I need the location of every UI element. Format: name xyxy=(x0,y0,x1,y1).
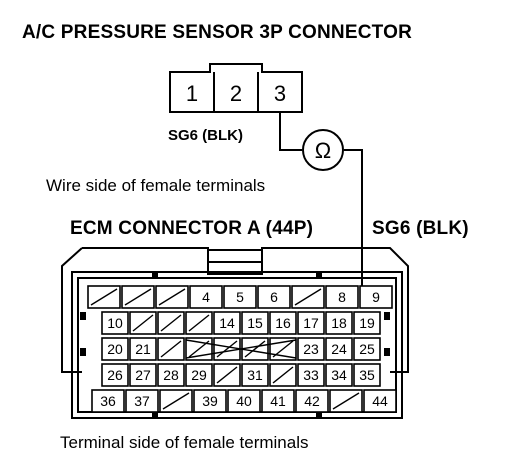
ecm-terminal-label: 16 xyxy=(275,315,291,331)
ecm-terminal-cell: 39 xyxy=(193,389,227,413)
ecm-terminal-cell xyxy=(213,337,241,361)
sensor-wire-label: SG6 (BLK) xyxy=(168,127,243,144)
ecm-terminal-cell xyxy=(129,311,157,335)
ecm-terminal-cell xyxy=(185,311,213,335)
ecm-terminal-label: 44 xyxy=(372,393,388,409)
ecm-terminal-label: 14 xyxy=(219,315,235,331)
ecm-terminal-cell: 14 xyxy=(213,311,241,335)
ecm-terminal-label: 6 xyxy=(270,289,278,305)
ecm-terminal-cell: 41 xyxy=(261,389,295,413)
ecm-terminal-label: 23 xyxy=(303,341,319,357)
ecm-terminal-label: 27 xyxy=(135,367,151,383)
ecm-terminal-cell: 19 xyxy=(353,311,381,335)
ecm-terminal-cell: 33 xyxy=(297,363,325,387)
ecm-terminal-label: 9 xyxy=(372,289,380,305)
ecm-terminal-cell: 27 xyxy=(129,363,157,387)
ecm-terminal-cell xyxy=(87,285,121,309)
ohm-symbol: Ω xyxy=(315,138,331,163)
ecm-terminal-label: 42 xyxy=(304,393,320,409)
ecm-terminal-label: 31 xyxy=(247,367,263,383)
ecm-terminal-grid: 4 5 6 8 9 10 14 15 16 17 18 19 20 21 23 24 25 26 27 28 29 31 3… xyxy=(87,285,397,413)
wire-side-label: Wire side of female terminals xyxy=(46,176,265,195)
ecm-terminal-cell: 35 xyxy=(353,363,381,387)
ecm-terminal-label: 5 xyxy=(236,289,244,305)
ecm-terminal-label: 41 xyxy=(270,393,286,409)
ecm-terminal-cell xyxy=(157,337,185,361)
ohmmeter-icon xyxy=(302,129,344,171)
ecm-terminal-cell xyxy=(291,285,325,309)
ecm-terminal-cell: 9 xyxy=(359,285,393,309)
ecm-terminal-label: 20 xyxy=(107,341,123,357)
ecm-terminal-cell: 37 xyxy=(125,389,159,413)
ecm-terminal-cell: 26 xyxy=(101,363,129,387)
ecm-terminal-cell: 40 xyxy=(227,389,261,413)
ecm-terminal-cell: 42 xyxy=(295,389,329,413)
ecm-terminal-cell xyxy=(269,363,297,387)
ecm-terminal-label: 21 xyxy=(135,341,151,357)
ecm-terminal-cell: 10 xyxy=(101,311,129,335)
ecm-terminal-cell: 6 xyxy=(257,285,291,309)
ecm-terminal-cell: 25 xyxy=(353,337,381,361)
ecm-terminal-cell: 21 xyxy=(129,337,157,361)
ecm-terminal-cell: 20 xyxy=(101,337,129,361)
ecm-terminal-label: 36 xyxy=(100,393,116,409)
ecm-terminal-cell: 24 xyxy=(325,337,353,361)
ecm-terminal-cell: 4 xyxy=(189,285,223,309)
ecm-terminal-cell xyxy=(213,363,241,387)
ecm-terminal-cell: 16 xyxy=(269,311,297,335)
ecm-terminal-label: 37 xyxy=(134,393,150,409)
ecm-terminal-label: 18 xyxy=(331,315,347,331)
ecm-terminal-label: 19 xyxy=(359,315,375,331)
ecm-terminal-label: 29 xyxy=(191,367,207,383)
ecm-terminal-label: 26 xyxy=(107,367,123,383)
ecm-terminal-cell xyxy=(159,389,193,413)
sensor-connector-title: A/C PRESSURE SENSOR 3P CONNECTOR xyxy=(22,22,412,43)
ecm-housing-tabs xyxy=(80,272,390,418)
ecm-terminal-cell xyxy=(121,285,155,309)
ecm-terminal-cell xyxy=(155,285,189,309)
ecm-terminal-label: 25 xyxy=(359,341,375,357)
ecm-terminal-cell: 29 xyxy=(185,363,213,387)
ecm-blank-cross xyxy=(185,339,297,359)
terminal-side-label: Terminal side of female terminals xyxy=(60,433,308,452)
ecm-terminal-cell xyxy=(157,311,185,335)
sensor-connector xyxy=(169,63,303,113)
ecm-terminal-cell: 23 xyxy=(297,337,325,361)
ecm-terminal-label: 17 xyxy=(303,315,319,331)
ecm-terminal-label: 28 xyxy=(163,367,179,383)
ecm-connector-title: ECM CONNECTOR A (44P) xyxy=(70,218,313,239)
ecm-terminal-cell: 18 xyxy=(325,311,353,335)
ecm-wire-label: SG6 (BLK) xyxy=(372,218,469,239)
ecm-terminal-label: 35 xyxy=(359,367,375,383)
ecm-terminal-label: 10 xyxy=(107,315,123,331)
ecm-terminal-label: 34 xyxy=(331,367,347,383)
ecm-terminal-label: 40 xyxy=(236,393,252,409)
ecm-terminal-cell: 8 xyxy=(325,285,359,309)
ecm-terminal-cell: 5 xyxy=(223,285,257,309)
ecm-terminal-cell: 44 xyxy=(363,389,397,413)
sensor-pin-3: 3 xyxy=(274,81,286,106)
ecm-terminal-cell: 36 xyxy=(91,389,125,413)
ecm-terminal-label: 8 xyxy=(338,289,346,305)
ecm-terminal-cell: 15 xyxy=(241,311,269,335)
ecm-terminal-label: 24 xyxy=(331,341,347,357)
ecm-terminal-label: 33 xyxy=(303,367,319,383)
ecm-terminal-label: 39 xyxy=(202,393,218,409)
ecm-terminal-label: 15 xyxy=(247,315,263,331)
ecm-terminal-label: 4 xyxy=(202,289,210,305)
ecm-terminal-cell: 28 xyxy=(157,363,185,387)
ecm-terminal-cell: 34 xyxy=(325,363,353,387)
sensor-pin-1: 1 xyxy=(186,81,198,106)
sensor-pin-2: 2 xyxy=(230,81,242,106)
ecm-terminal-cell xyxy=(329,389,363,413)
ecm-terminal-cell: 31 xyxy=(241,363,269,387)
ohmmeter-probe-wires xyxy=(279,112,363,292)
ecm-terminal-cell xyxy=(241,337,269,361)
ecm-terminal-cell: 17 xyxy=(297,311,325,335)
